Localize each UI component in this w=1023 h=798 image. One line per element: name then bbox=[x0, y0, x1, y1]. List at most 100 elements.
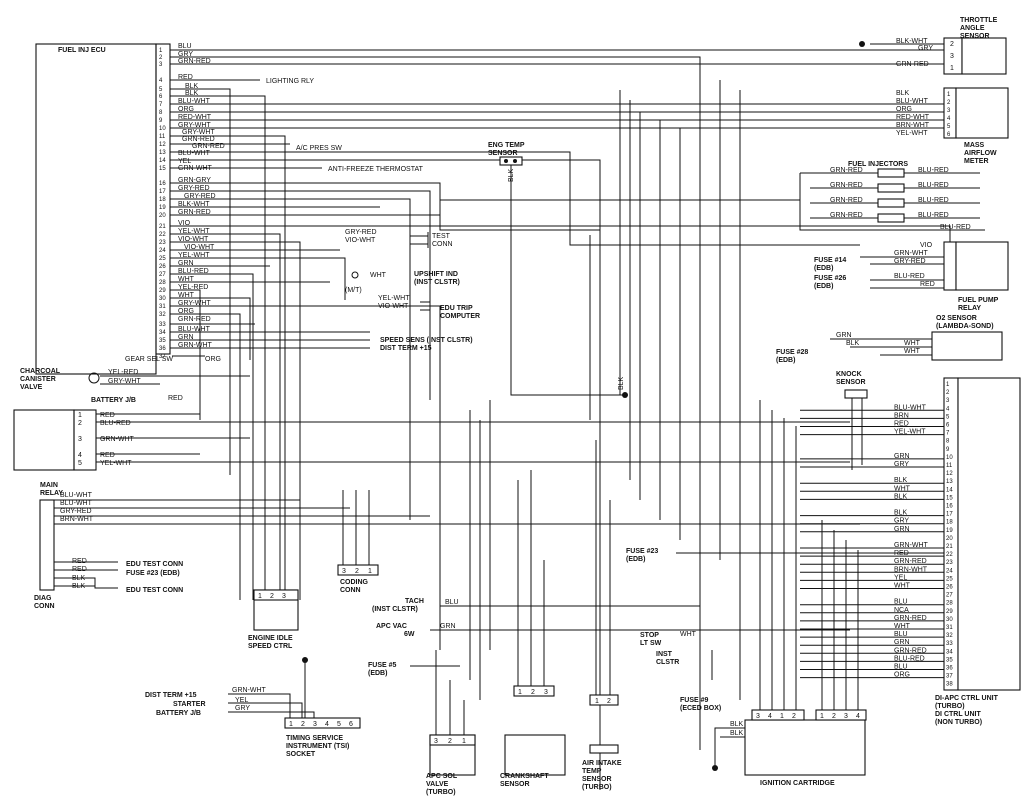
svg-text:3: 3 bbox=[313, 721, 317, 728]
svg-text:1: 1 bbox=[368, 568, 372, 575]
w-org-33: ORG bbox=[178, 308, 194, 315]
tsi-gry: GRY bbox=[235, 705, 250, 712]
di-wire-7: YEL-WHT bbox=[894, 429, 926, 436]
di-pin-13: 13 bbox=[946, 479, 953, 485]
di-pin-18: 18 bbox=[946, 520, 953, 526]
di-wire-31: WHT bbox=[894, 623, 911, 630]
w-gry-2: GRY bbox=[178, 51, 193, 58]
di-wire-5: BRN bbox=[894, 412, 909, 419]
svg-text:2: 2 bbox=[832, 713, 836, 720]
w-blured-28: BLU-RED bbox=[178, 268, 209, 275]
ecu-pin-1: 1 bbox=[159, 48, 163, 54]
svg-text:2: 2 bbox=[448, 738, 452, 745]
di-pin-27: 27 bbox=[946, 593, 953, 599]
w-wht-31: WHT bbox=[178, 292, 195, 299]
w-yelred-30: YEL-RED bbox=[178, 284, 208, 291]
di-wire-26: WHT bbox=[894, 583, 911, 590]
di-pin-4: 4 bbox=[946, 406, 950, 412]
ecu-pin-13: 13 bbox=[159, 150, 166, 156]
di-wire-25: YEL bbox=[894, 574, 907, 581]
w-grywht-11: GRY-WHT bbox=[182, 129, 215, 136]
battery-jb-label: BATTERY J/B bbox=[91, 397, 136, 404]
ecu-pin-30: 30 bbox=[159, 296, 166, 302]
ecu-pin-33: 33 bbox=[159, 322, 166, 328]
fpr-blured: BLU-RED bbox=[894, 273, 925, 280]
w-gryred-19: GRY-RED bbox=[184, 193, 216, 200]
mr-red2: RED bbox=[100, 452, 115, 459]
di-wire-24: BRN-WHT bbox=[894, 566, 928, 573]
w-grnwht-37: GRN-WHT bbox=[178, 342, 213, 349]
ecu-pin-24: 24 bbox=[159, 248, 166, 254]
diag-brnwht: BRN-WHT bbox=[60, 516, 94, 523]
o2-wht1: WHT bbox=[904, 340, 921, 347]
di-pin-3: 3 bbox=[946, 398, 950, 404]
di-pin-11: 11 bbox=[946, 463, 953, 469]
edu-yelwht: YEL-WHT bbox=[378, 295, 410, 302]
di-wire-15: BLK bbox=[894, 493, 908, 500]
tsi-dist: DIST TERM +15 bbox=[145, 692, 197, 699]
maf-pin-5: 5 bbox=[947, 124, 951, 130]
ecu-pin-3: 3 bbox=[159, 62, 163, 68]
fuse-9: FUSE #9(ECED BOX) bbox=[680, 650, 721, 712]
fuse14-label: FUSE #14(EDB) bbox=[814, 257, 846, 272]
apc-vac-sub: 6W bbox=[404, 631, 415, 638]
svg-text:1: 1 bbox=[950, 65, 954, 72]
di-pin-12: 12 bbox=[946, 471, 953, 477]
w-yelwht-26: YEL-WHT bbox=[178, 252, 210, 259]
di-wire-29: NCA bbox=[894, 607, 909, 614]
svg-text:3: 3 bbox=[950, 53, 954, 60]
maf-wire-6: YEL-WHT bbox=[896, 130, 928, 137]
di-pin-15: 15 bbox=[946, 495, 953, 501]
di-wire-22: RED bbox=[894, 550, 909, 557]
blk-ground: BLK bbox=[618, 376, 625, 390]
ecu-pin-6: 6 bbox=[159, 94, 163, 100]
ecu-pin-18: 18 bbox=[159, 197, 166, 203]
dist-term-label: DIST TERM +15 bbox=[380, 345, 432, 352]
di-pin-30: 30 bbox=[946, 617, 953, 623]
di-pin-20: 20 bbox=[946, 536, 953, 542]
ecu-pin-37: 37 bbox=[159, 354, 166, 360]
tsi-starter: STARTER bbox=[173, 701, 206, 708]
diag-bluwht2: BLU-WHT bbox=[60, 500, 93, 507]
tas-gry: GRY bbox=[918, 45, 933, 52]
anti-freeze: ANTI-FREEZE THERMOSTAT bbox=[328, 166, 424, 173]
injector-out-3: BLU-RED bbox=[918, 197, 949, 204]
upshift-edu-area: WHT UPSHIFT IND(INST CLSTR) (M/T) YEL-WH… bbox=[345, 271, 480, 352]
ecu-pin-16: 16 bbox=[159, 181, 166, 187]
w-grnred-13: GRN-RED bbox=[192, 143, 225, 150]
gear-sel-wire: ORG bbox=[205, 356, 221, 363]
diag-bluwht: BLU-WHT bbox=[60, 492, 93, 499]
ecu-pin-9: 9 bbox=[159, 118, 163, 124]
diag-conn: BLU-WHT BLU-WHT GRY-RED BRN-WHT RED RED … bbox=[34, 492, 860, 610]
svg-text:3: 3 bbox=[342, 568, 346, 575]
di-wire-11: GRY bbox=[894, 461, 909, 468]
w-gryred-18: GRY-RED bbox=[178, 185, 210, 192]
w-yel-15: YEL bbox=[178, 158, 191, 165]
w-bluwht-35: BLU-WHT bbox=[178, 326, 211, 333]
di-pin-9: 9 bbox=[946, 447, 950, 453]
w-grywht-32: GRY-WHT bbox=[178, 300, 211, 307]
ecu-pin-23: 23 bbox=[159, 240, 166, 246]
maf-pin-1: 1 bbox=[947, 92, 951, 98]
ecu-pin-4: 4 bbox=[159, 78, 163, 84]
injector-3 bbox=[877, 198, 905, 208]
edu-viowht: VIO-WHT bbox=[378, 303, 409, 310]
ecu-pin-list: 1234567891011121314151617181920212223242… bbox=[159, 48, 166, 360]
mr-yelwht: YEL-WHT bbox=[100, 460, 132, 467]
di-pin-25: 25 bbox=[946, 576, 953, 582]
di-wire-36: BLU bbox=[894, 664, 908, 671]
